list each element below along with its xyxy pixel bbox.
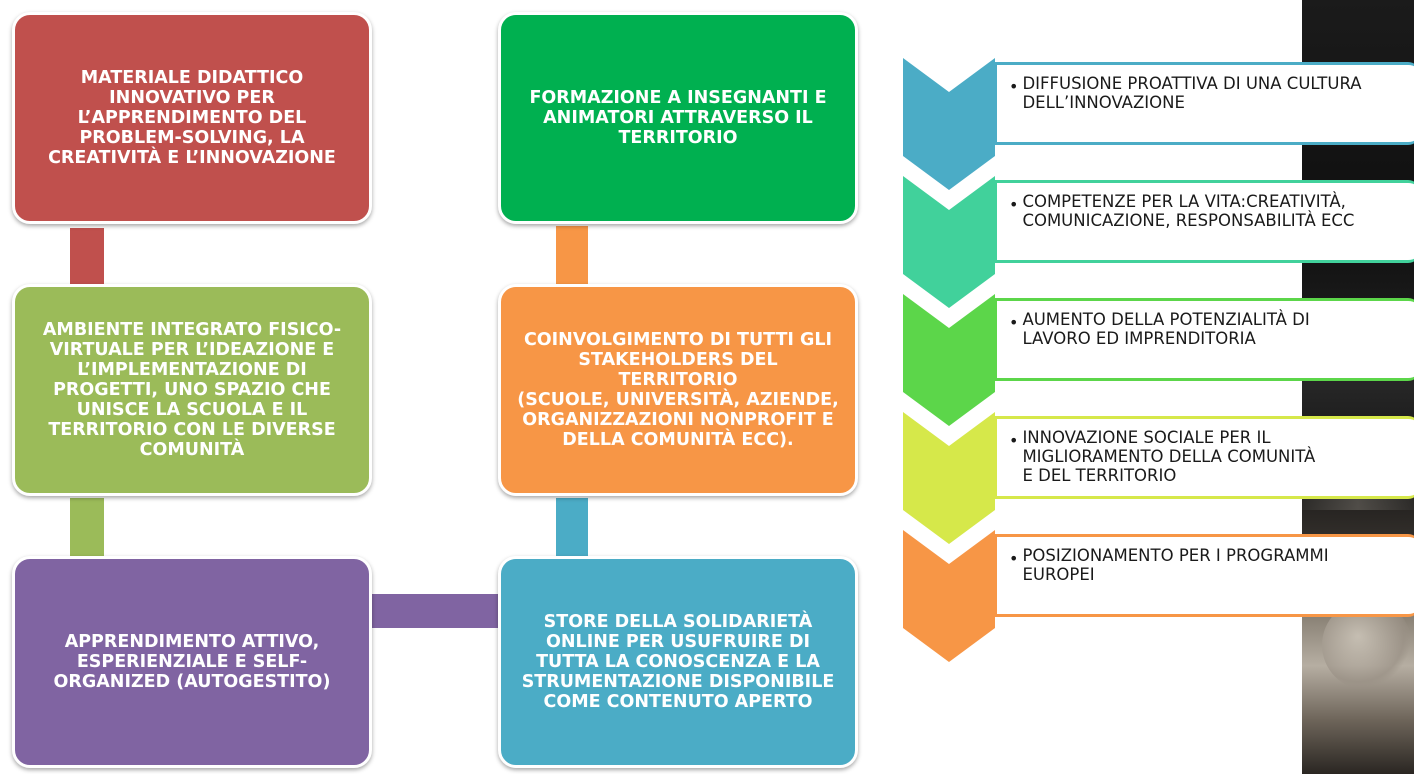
step-box-training: FORMAZIONE A INSEGNANTI E ANIMATORI ATTR… — [498, 12, 858, 224]
step-label: APPRENDIMENTO ATTIVO, ESPERIENZIALE E SE… — [53, 632, 331, 692]
chevron-4 — [903, 412, 995, 544]
step-box-stakeholders: COINVOLGIMENTO DI TUTTI GLI STAKEHOLDERS… — [498, 284, 858, 496]
connector-orange — [556, 226, 588, 288]
outcome-item: • POSIZIONAMENTO PER I PROGRAMMI EUROPEI — [994, 534, 1414, 617]
outcome-text: POSIZIONAMENTO PER I PROGRAMMI EUROPEI — [1022, 546, 1329, 584]
chevron-2 — [903, 176, 995, 308]
step-label: FORMAZIONE A INSEGNANTI E ANIMATORI ATTR… — [529, 88, 827, 148]
outcome-text: INNOVAZIONE SOCIALE PER IL MIGLIORAMENTO… — [1022, 428, 1316, 485]
bullet: • — [1009, 549, 1019, 568]
step-label: COINVOLGIMENTO DI TUTTI GLI STAKEHOLDERS… — [517, 330, 839, 450]
bullet: • — [1009, 431, 1019, 450]
bullet: • — [1009, 313, 1019, 332]
step-label: STORE DELLA SOLIDARIETÀ ONLINE PER USUFR… — [521, 612, 835, 712]
chevron-1 — [903, 58, 995, 190]
outcome-text: COMPETENZE PER LA VITA:CREATIVITÀ, COMUN… — [1022, 192, 1355, 230]
step-box-material: MATERIALE DIDATTICO INNOVATIVO PER L’APP… — [12, 12, 372, 224]
step-box-environment: AMBIENTE INTEGRATO FISICO- VIRTUALE PER … — [12, 284, 372, 496]
connector-blue — [556, 498, 588, 560]
step-label: AMBIENTE INTEGRATO FISICO- VIRTUALE PER … — [42, 320, 342, 460]
outcome-text: AUMENTO DELLA POTENZIALITÀ DI LAVORO ED … — [1022, 310, 1310, 348]
bullet: • — [1009, 195, 1019, 214]
outcome-item: • DIFFUSIONE PROATTIVA DI UNA CULTURA DE… — [994, 62, 1414, 145]
chevron-5 — [903, 530, 995, 662]
step-box-solidarity-store: STORE DELLA SOLIDARIETÀ ONLINE PER USUFR… — [498, 556, 858, 768]
outcome-item: • AUMENTO DELLA POTENZIALITÀ DI LAVORO E… — [994, 298, 1414, 381]
connector-red — [70, 228, 104, 288]
bullet: • — [1009, 77, 1019, 96]
outcome-item: • INNOVAZIONE SOCIALE PER IL MIGLIORAMEN… — [994, 416, 1414, 499]
outcome-text: DIFFUSIONE PROATTIVA DI UNA CULTURA DELL… — [1022, 74, 1362, 112]
chevron-3 — [903, 294, 995, 426]
connector-purple — [372, 594, 502, 628]
outcome-item: • COMPETENZE PER LA VITA:CREATIVITÀ, COM… — [994, 180, 1414, 263]
step-label: MATERIALE DIDATTICO INNOVATIVO PER L’APP… — [48, 68, 336, 168]
connector-olive — [70, 498, 104, 560]
step-box-active-learning: APPRENDIMENTO ATTIVO, ESPERIENZIALE E SE… — [12, 556, 372, 768]
